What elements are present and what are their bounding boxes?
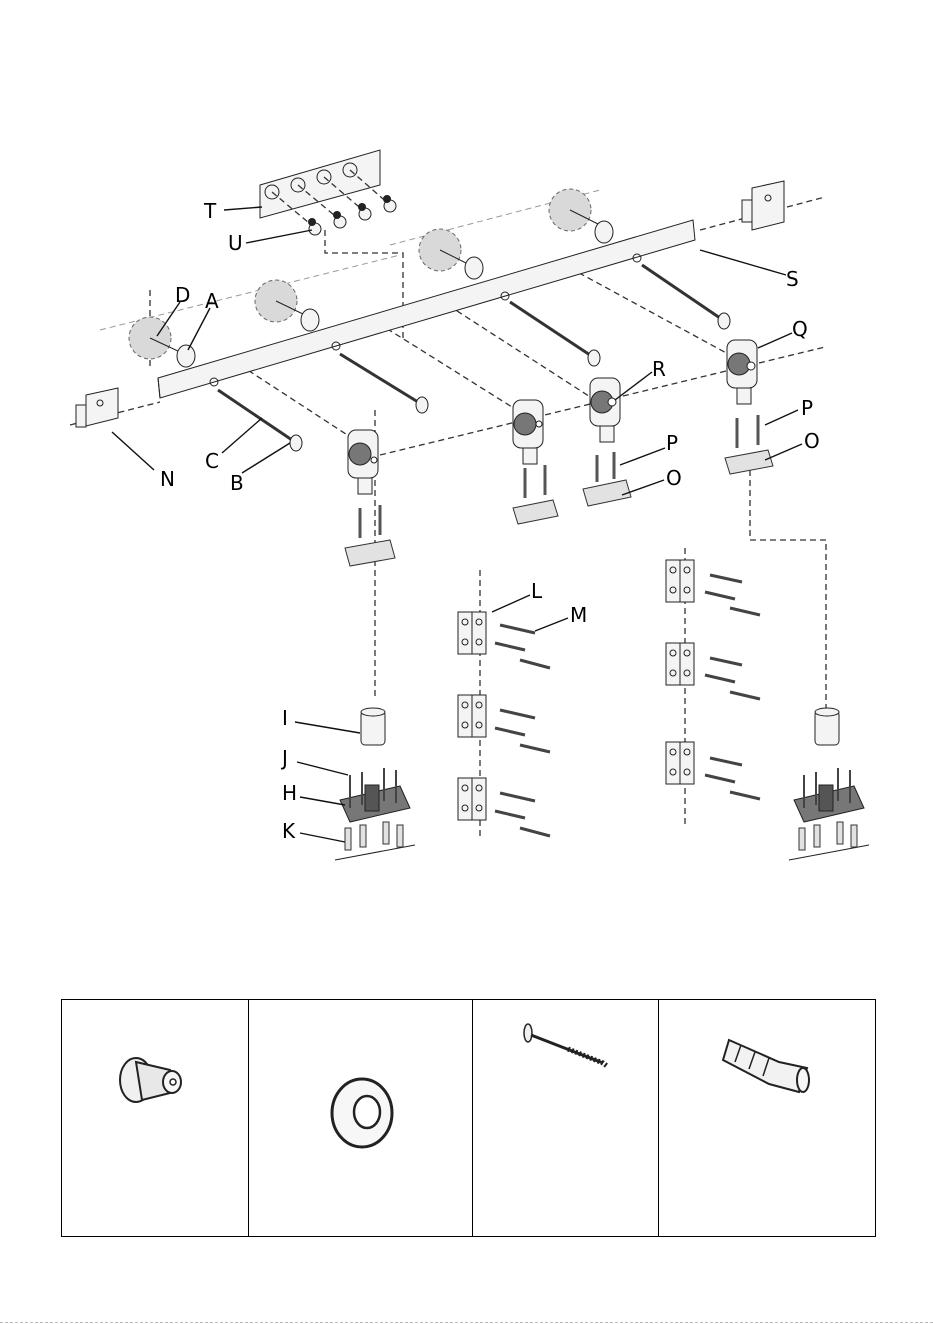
label-s: S <box>786 267 799 291</box>
side-bracket-right <box>742 181 784 230</box>
label-n: N <box>160 467 175 491</box>
hinges-left <box>458 612 550 836</box>
label-a: A <box>205 289 219 313</box>
floor-guide-right <box>789 708 869 860</box>
parts-table <box>61 999 876 1237</box>
mounting-plate-t <box>260 150 396 235</box>
label-r: R <box>652 357 666 381</box>
label-k: K <box>282 819 296 843</box>
label-h: H <box>282 781 297 805</box>
washer-icon <box>249 1000 472 1232</box>
label-l: L <box>531 579 543 603</box>
label-o-mid: O <box>666 466 682 490</box>
label-m: M <box>570 603 587 627</box>
label-j: J <box>280 746 288 770</box>
label-u: U <box>228 231 243 255</box>
page-bottom-rule <box>0 1322 933 1323</box>
label-d: D <box>175 283 190 307</box>
label-i: I <box>282 706 288 730</box>
label-p-mid: P <box>666 431 678 455</box>
hinges-right <box>666 560 760 799</box>
parts-table-row <box>62 1000 876 1237</box>
exploded-assembly-diagram: T U D A C B N S Q R P O P O L M I J H K <box>0 0 933 1000</box>
parts-cell-wall-plug <box>659 1000 876 1237</box>
rollers <box>348 340 757 494</box>
parts-cell-end-stop <box>62 1000 249 1237</box>
side-bracket-n <box>76 388 118 427</box>
screw-icon <box>473 1000 658 1232</box>
label-b: B <box>230 471 244 495</box>
roller-screws-and-bases <box>345 415 773 566</box>
end-stop-icon <box>62 1000 248 1232</box>
wall-plug-icon <box>659 1000 875 1232</box>
label-c: C <box>205 449 219 473</box>
parts-cell-washer <box>249 1000 473 1237</box>
label-q: Q <box>792 317 808 341</box>
label-o-right: O <box>804 429 820 453</box>
label-t: T <box>203 199 217 223</box>
label-p-right: P <box>801 396 813 420</box>
parts-cell-screw <box>473 1000 659 1237</box>
